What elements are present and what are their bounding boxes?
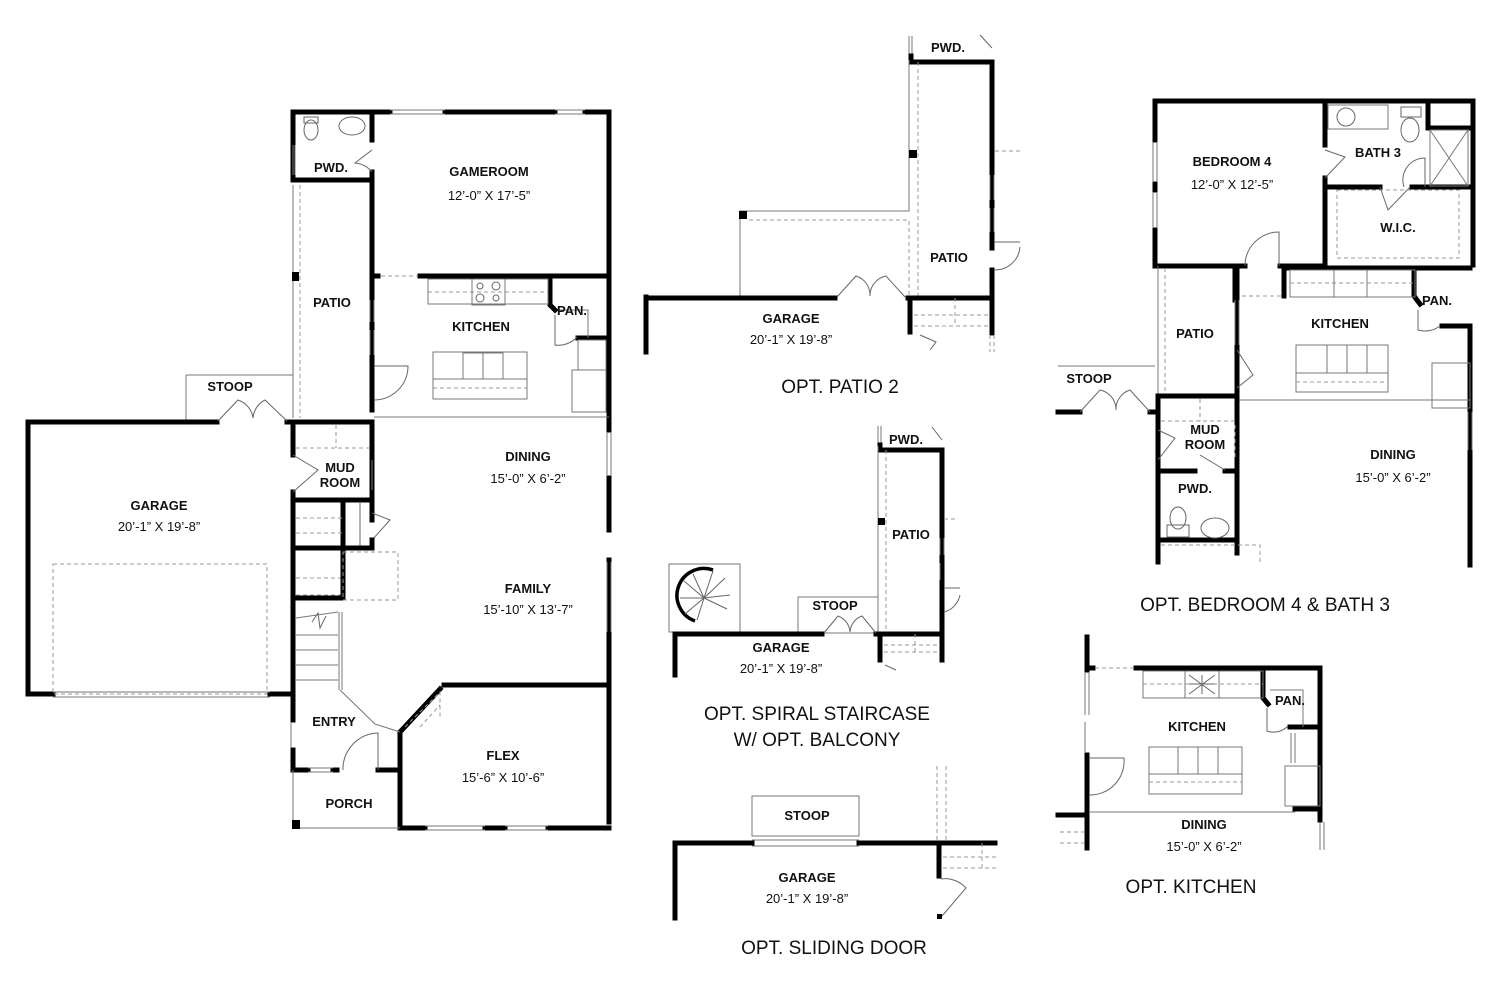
spiral-label-stoop: STOOP: [812, 598, 858, 613]
spiral-label-garage: GARAGE: [752, 640, 809, 655]
room-label-gameroom: GAMEROOM: [449, 164, 528, 179]
b4-size-bedroom: 12’-0” X 12’-5”: [1191, 177, 1273, 192]
main-floor-plan: [25, 109, 612, 831]
spiral-size-garage: 20’-1” X 19’-8”: [740, 661, 822, 676]
room-label-patio: PATIO: [313, 295, 351, 310]
b4-size-dining: 15’-0” X 6’-2”: [1355, 470, 1430, 485]
spiral-caption-line1: OPT. SPIRAL STAIRCASE: [704, 704, 930, 725]
spiral-label-patio: PATIO: [892, 527, 930, 542]
b4-label-bedroom: BEDROOM 4: [1193, 154, 1273, 169]
sliding-label-garage: GARAGE: [778, 870, 835, 885]
patio2-label-pwd: PWD.: [931, 40, 965, 55]
room-size-dining: 15’-0” X 6’-2”: [490, 471, 565, 486]
option-patio-2: PWD. PATIO GARAGE 20’-1” X 19’-8” OPT. P…: [643, 34, 1021, 398]
room-label-dining: DINING: [505, 449, 551, 464]
option-kitchen: KITCHEN PAN. DINING 15’-0” X 6’-2” OPT. …: [1055, 634, 1325, 898]
room-size-flex: 15’-6” X 10’-6”: [462, 770, 544, 785]
room-label-room: ROOM: [320, 475, 360, 490]
room-size-gameroom: 12’-0” X 17’-5”: [448, 188, 530, 203]
room-size-family: 15’-10” X 13’-7”: [483, 602, 573, 617]
patio2-caption: OPT. PATIO 2: [781, 377, 899, 398]
room-label-pwd: PWD.: [314, 160, 348, 175]
b4-label-bath: BATH 3: [1355, 145, 1401, 160]
b4-caption: OPT. BEDROOM 4 & BATH 3: [1140, 595, 1390, 616]
patio2-label-garage: GARAGE: [762, 311, 819, 326]
b4-label-patio: PATIO: [1176, 326, 1214, 341]
room-label-garage: GARAGE: [130, 498, 187, 513]
main-plan-labels: PWD. GAMEROOM 12’-0” X 17’-5” PATIO KITC…: [118, 160, 587, 811]
b4-label-stoop: STOOP: [1066, 371, 1112, 386]
b4-label-pwd: PWD.: [1178, 481, 1212, 496]
kitchen-opt-size-dining: 15’-0” X 6’-2”: [1166, 839, 1241, 854]
option-bedroom-4-bath-3: BEDROOM 4 12’-0” X 12’-5” BATH 3 W.I.C. …: [1055, 98, 1476, 616]
spiral-caption-line2: W/ OPT. BALCONY: [734, 730, 901, 751]
room-size-garage: 20’-1” X 19’-8”: [118, 519, 200, 534]
option-sliding-door: STOOP GARAGE 20’-1” X 19’-8” OPT. SLIDIN…: [672, 766, 998, 959]
sliding-caption: OPT. SLIDING DOOR: [741, 938, 927, 959]
sliding-label-stoop: STOOP: [784, 808, 830, 823]
room-label-mud: MUD: [325, 460, 355, 475]
patio2-label-patio: PATIO: [930, 250, 968, 265]
room-label-flex: FLEX: [486, 748, 520, 763]
room-label-porch: PORCH: [326, 796, 373, 811]
b4-label-wic: W.I.C.: [1380, 220, 1415, 235]
kitchen-opt-caption: OPT. KITCHEN: [1126, 877, 1257, 898]
room-label-entry: ENTRY: [312, 714, 356, 729]
option-spiral-staircase: PWD. PATIO STOOP GARAGE 20’-1” X 19’-8” …: [668, 426, 961, 751]
room-label-kitchen: KITCHEN: [452, 319, 510, 334]
sliding-size-garage: 20’-1” X 19’-8”: [766, 891, 848, 906]
b4-label-mud: MUD: [1190, 422, 1220, 437]
room-label-family: FAMILY: [505, 581, 552, 596]
kitchen-opt-label-pantry: PAN.: [1275, 693, 1305, 708]
b4-label-pantry: PAN.: [1422, 293, 1452, 308]
b4-label-room: ROOM: [1185, 437, 1225, 452]
kitchen-opt-label-kitchen: KITCHEN: [1168, 719, 1226, 734]
room-label-pantry: PAN.: [557, 303, 587, 318]
room-label-stoop: STOOP: [207, 379, 253, 394]
kitchen-opt-label-dining: DINING: [1181, 817, 1227, 832]
spiral-label-pwd: PWD.: [889, 432, 923, 447]
b4-label-dining: DINING: [1370, 447, 1416, 462]
patio2-size-garage: 20’-1” X 19’-8”: [750, 332, 832, 347]
b4-label-kitchen: KITCHEN: [1311, 316, 1369, 331]
